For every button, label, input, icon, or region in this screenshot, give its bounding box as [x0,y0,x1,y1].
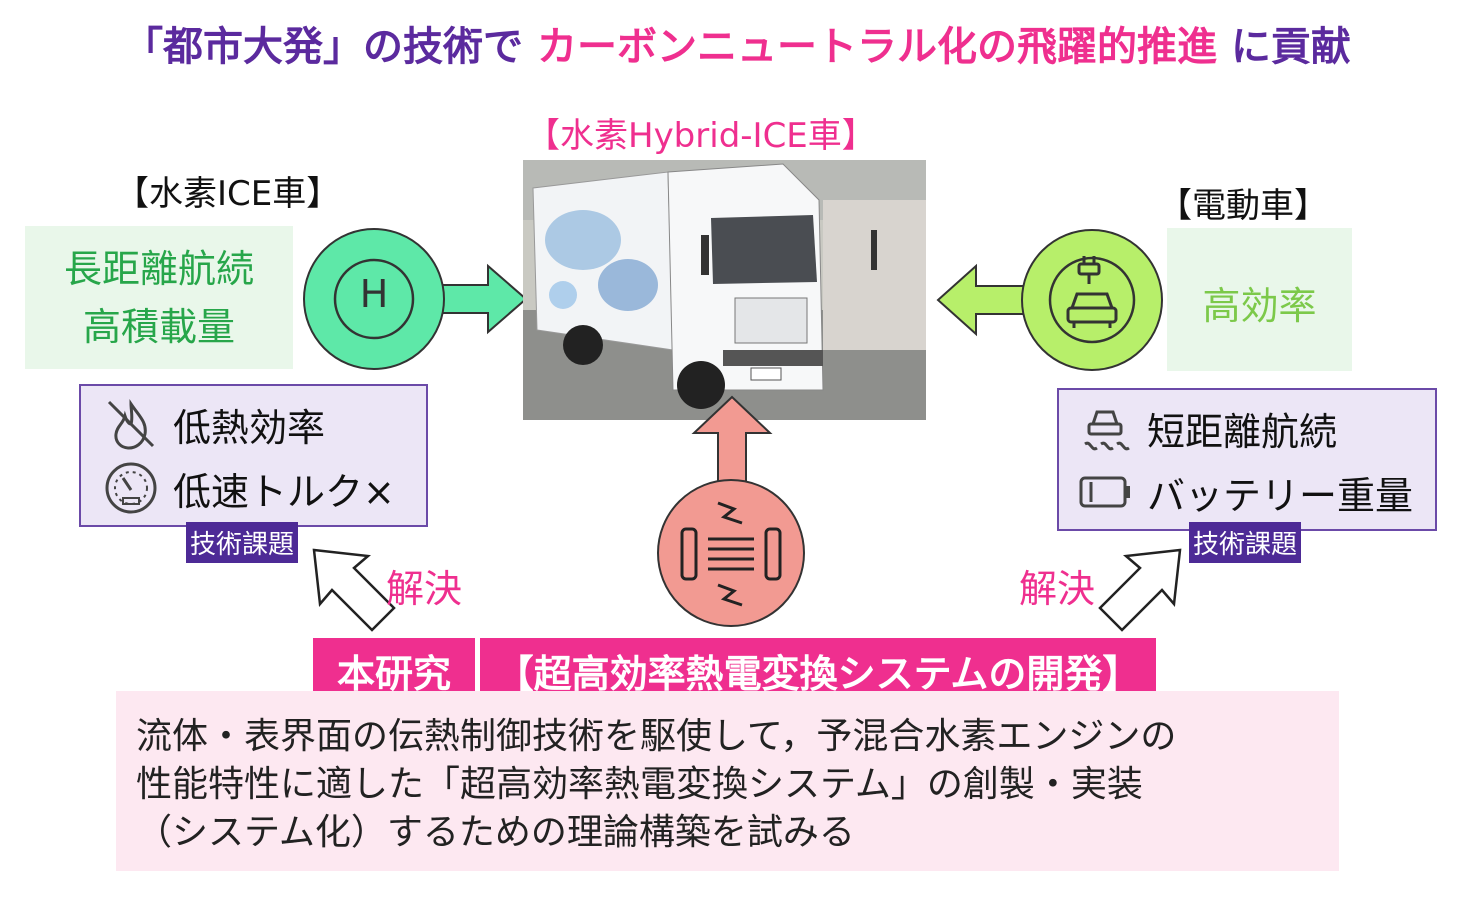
right-feature: 高効率 [1202,284,1317,328]
left-heading: 【水素ICE車】 [115,174,341,214]
title-part3: に貢献 [1230,24,1351,70]
right-issue-2: バッテリー重量 [1077,464,1413,520]
right-issue-1: 短距離航続 [1077,400,1337,456]
right-issue-1-label: 短距離航続 [1147,409,1338,454]
right-heading: 【電動車】 [1158,186,1328,226]
left-issue-1: 低熱効率 [103,396,325,452]
truck-photo [523,160,926,420]
left-solve-label: 解決 [386,567,463,611]
left-issue-tag: 技術課題 [186,522,299,563]
car-slipping-icon [1084,410,1130,451]
no-fire-icon [107,399,155,450]
ev-plug-car-icon [1066,256,1118,328]
thermoelectric-module-icon [680,501,782,607]
hydrogen-arrow [303,228,528,370]
ev-arrow [936,229,1163,371]
left-feature-1: 長距離航続 [63,247,254,291]
left-issue-2: 低速トルク× [103,460,395,516]
battery-icon [1079,476,1130,508]
left-feature-box: 長距離航続 高積載量 [25,226,293,369]
research-description-box: 流体・表界面の伝熱制御技術を駆使して，予混合水素エンジンの 性能特性に適した「超… [116,691,1339,871]
title-part2: カーボンニュートラル化の飛躍的推進 [537,24,1217,70]
right-issue-2-label: バッテリー重量 [1147,473,1414,518]
page-title: 「都市大発」の技術で カーボンニュートラル化の飛躍的推進 に貢献 [0,14,1474,72]
description-line-3: （システム化）するための理論構築を試みる [136,812,855,853]
thermoelectric-arrow [657,395,805,627]
title-part1: 「都市大発」の技術で [123,24,524,70]
left-feature-2: 高積載量 [82,305,235,349]
left-issue-2-label: 低速トルク× [173,469,395,514]
speedometer-icon [105,462,157,514]
left-solve-arrow [312,548,396,632]
hydrogen-icon: H [359,272,389,316]
right-feature-box: 高効率 [1167,228,1352,371]
right-solve-arrow [1098,548,1182,632]
description-line-1: 流体・表界面の伝熱制御技術を駆使して，予混合水素エンジンの [136,716,1177,757]
left-issue-1-label: 低熱効率 [173,405,326,450]
description-line-2: 性能特性に適した「超高効率熱電変換システム」の創製・実装 [136,764,1143,805]
right-issue-box: 短距離航続 バッテリー重量 [1057,388,1437,531]
center-heading: 【水素Hybrid-ICE車】 [526,116,876,156]
right-solve-label: 解決 [1019,567,1096,611]
right-issue-tag: 技術課題 [1189,522,1302,563]
left-issue-box: 低熱効率 低速トルク× [79,384,428,527]
